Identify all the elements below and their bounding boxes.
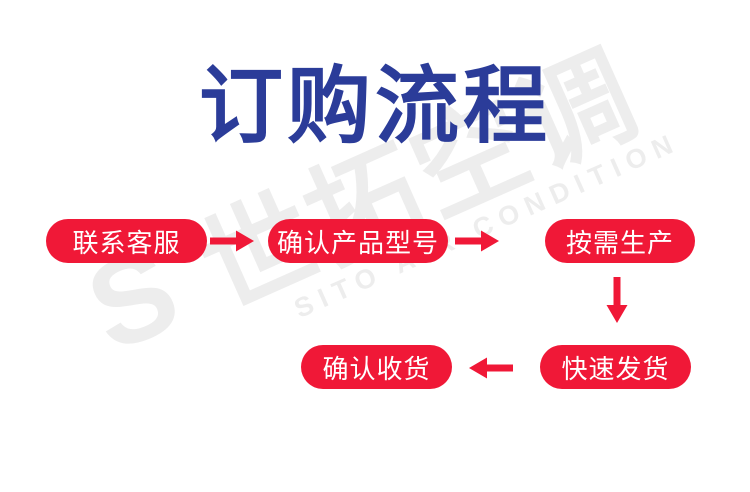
step-fast-shipping: 快速发货 <box>540 345 691 389</box>
arrow-left-icon <box>469 356 513 380</box>
step-confirm-receipt: 确认收货 <box>301 345 452 389</box>
arrow-right-icon <box>455 229 499 253</box>
arrow-down-icon <box>605 277 629 323</box>
step-contact-service: 联系客服 <box>46 219 207 263</box>
arrow-right-icon <box>210 229 254 253</box>
step-produce-on-demand: 按需生产 <box>545 219 695 263</box>
page-title: 订购流程 <box>198 59 551 153</box>
step-confirm-model: 确认产品型号 <box>268 219 448 263</box>
